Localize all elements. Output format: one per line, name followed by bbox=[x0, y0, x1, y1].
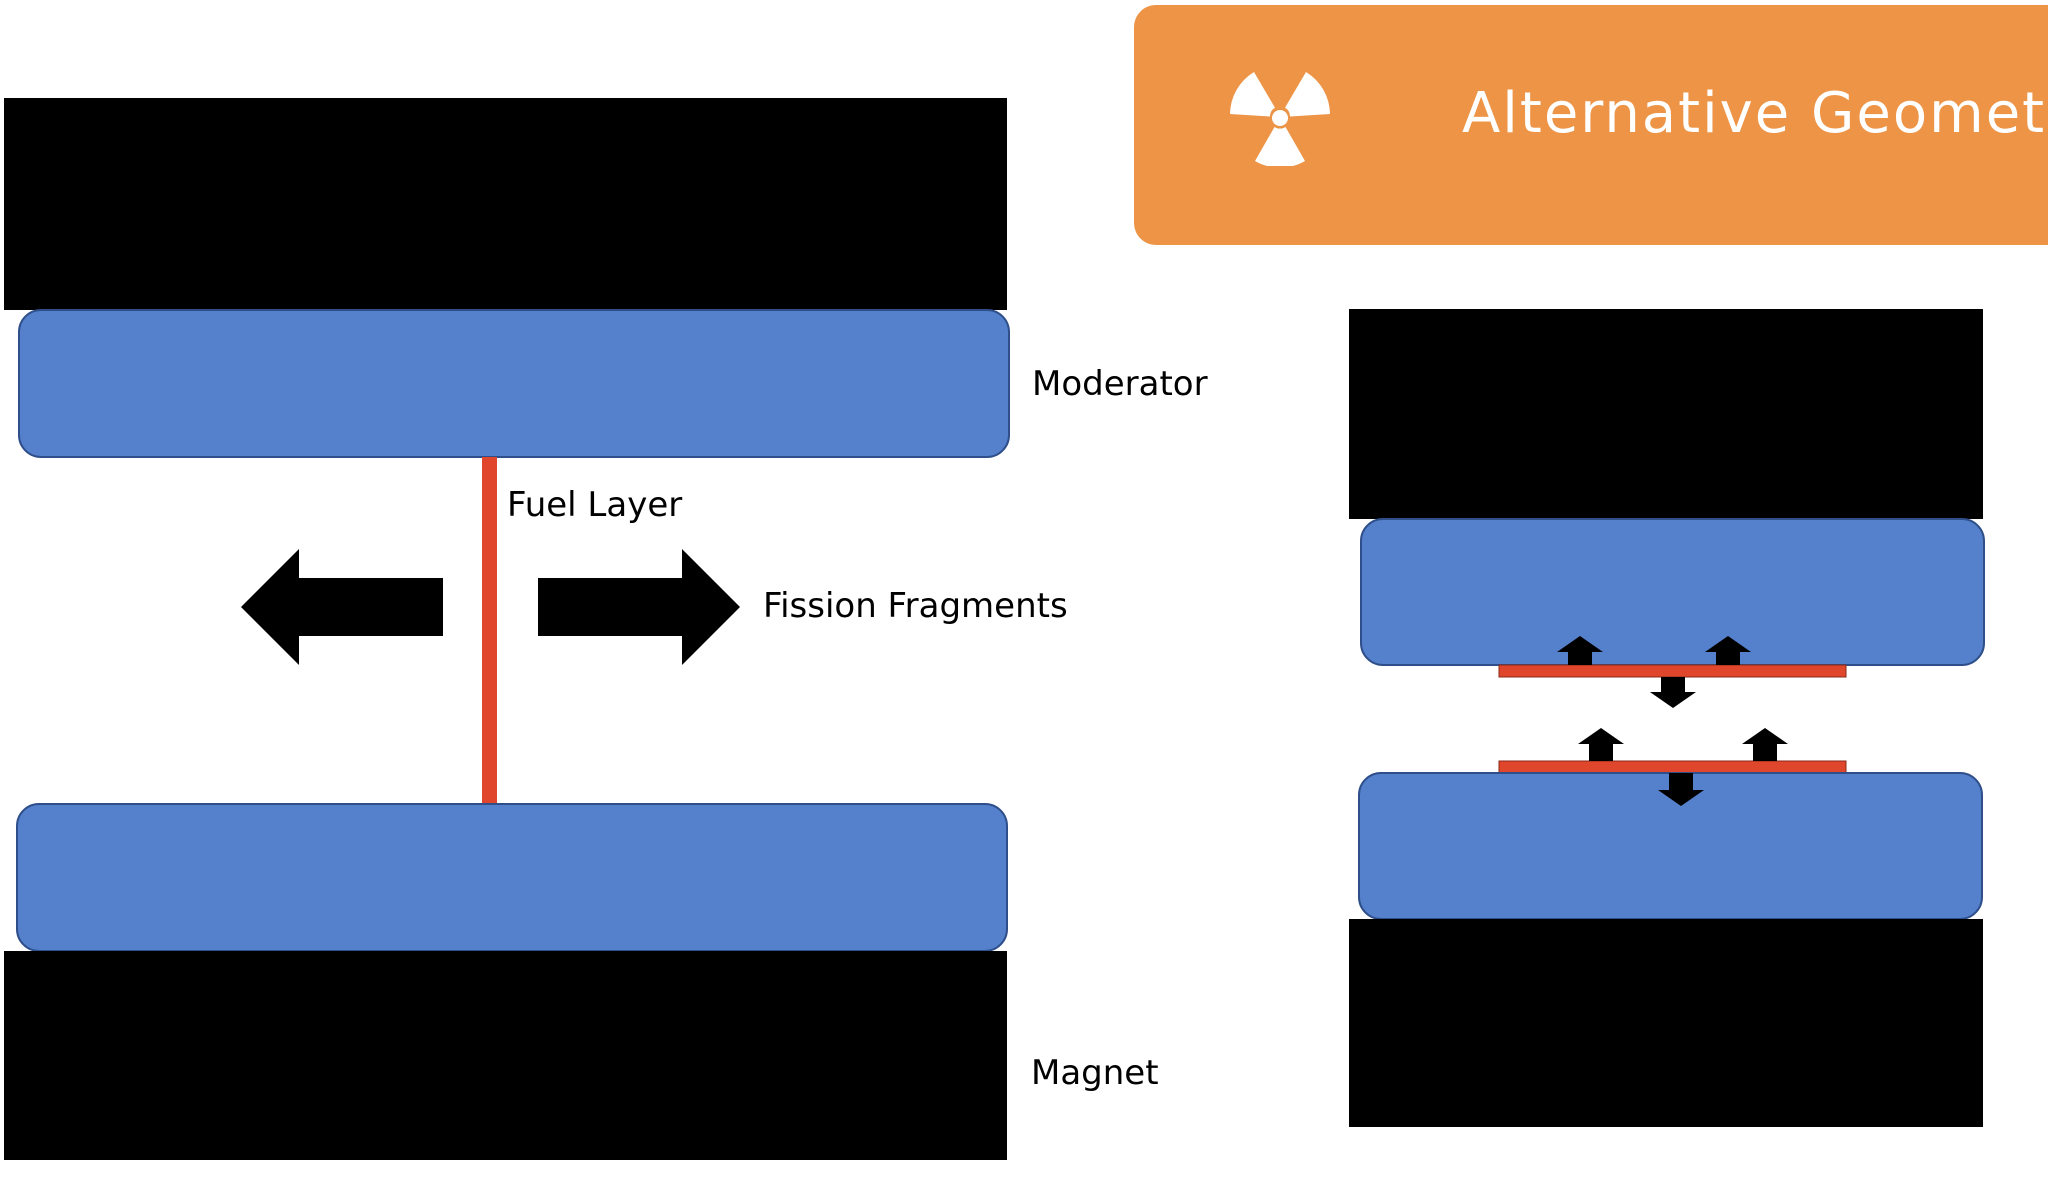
moderator-top-left bbox=[18, 309, 1010, 458]
arrow-left-icon bbox=[241, 549, 443, 665]
arrow-down-icon bbox=[1650, 677, 1696, 708]
arrow-right-icon bbox=[538, 549, 740, 665]
arrow-up-icon bbox=[1705, 636, 1751, 665]
arrow-down-icon bbox=[1658, 773, 1704, 806]
fuel-layer-top-right bbox=[1498, 664, 1847, 678]
magnet-bottom-right bbox=[1349, 919, 1983, 1127]
fuel-layer-bottom-right bbox=[1498, 760, 1847, 774]
arrow-up-icon bbox=[1742, 728, 1788, 761]
fuel-layer-label: Fuel Layer bbox=[507, 485, 683, 525]
magnet-top-right bbox=[1349, 309, 1983, 519]
fission-fragments-label: Fission Fragments bbox=[763, 586, 1068, 626]
moderator-label: Moderator bbox=[1032, 364, 1208, 404]
fuel-layer-line bbox=[482, 457, 497, 804]
title-banner bbox=[1134, 5, 2048, 245]
page-title: Alternative Geometry bbox=[1462, 81, 2048, 146]
moderator-top-right bbox=[1360, 518, 1985, 666]
radiation-icon bbox=[1230, 72, 1330, 166]
magnet-top-left bbox=[4, 98, 1007, 310]
moderator-bottom-left bbox=[16, 803, 1008, 952]
magnet-bottom-left bbox=[4, 951, 1007, 1160]
arrow-up-icon bbox=[1578, 728, 1624, 761]
arrow-up-icon bbox=[1557, 636, 1603, 665]
magnet-label: Magnet bbox=[1031, 1053, 1159, 1093]
